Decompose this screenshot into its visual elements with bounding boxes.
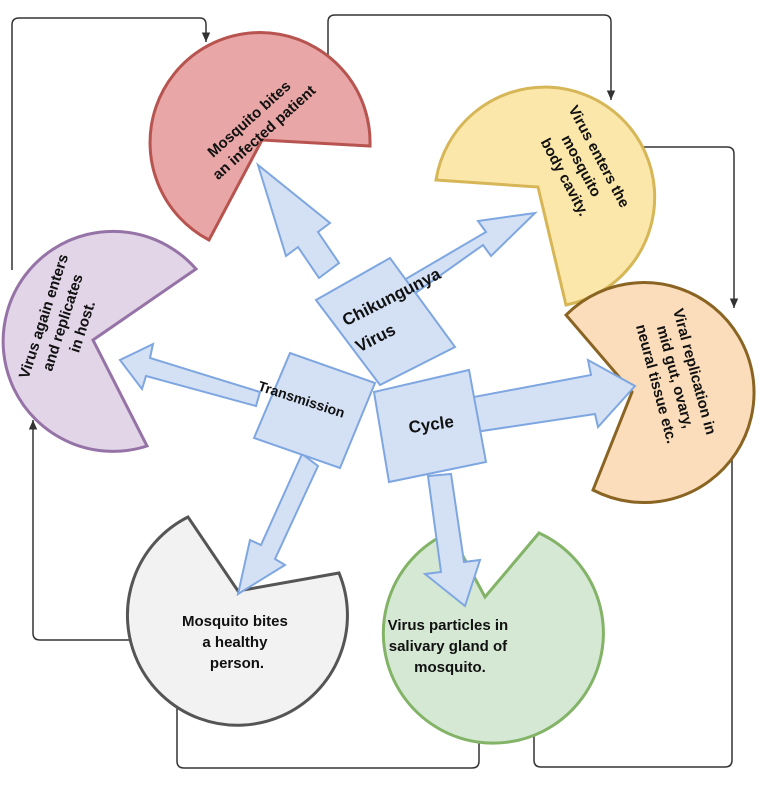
stage-shape-replication bbox=[563, 281, 756, 505]
connector-replication-to-salivary bbox=[529, 455, 733, 768]
label-salivary: Virus particles in salivary gland of mos… bbox=[388, 617, 513, 676]
label-bite-healthy-line1: Mosquito bites bbox=[182, 613, 288, 630]
center-arrows bbox=[118, 162, 637, 608]
stage-shape-bite-infected bbox=[148, 31, 372, 243]
label-salivary-line1: Virus particles in bbox=[388, 617, 509, 634]
connector-infected-to-body bbox=[327, 14, 616, 103]
stage-shape-bite-healthy bbox=[125, 515, 349, 727]
label-bite-healthy: Mosquito bites a healthy person. bbox=[182, 613, 292, 672]
connector-host-to-infected bbox=[11, 17, 211, 270]
label-bite-healthy-line3: person. bbox=[210, 655, 264, 672]
connector-salivary-to-healthy bbox=[172, 692, 480, 769]
label-bite-healthy-line2: a healthy bbox=[202, 634, 268, 651]
hub-box-right bbox=[372, 368, 488, 484]
hub-box-top bbox=[314, 256, 457, 387]
arrow-to-salivary bbox=[422, 472, 482, 608]
arrow-to-enters-body bbox=[402, 211, 538, 296]
arrow-to-host bbox=[118, 342, 262, 408]
connector-body-to-replication bbox=[640, 146, 739, 308]
stage-shape-enters-body bbox=[434, 85, 657, 307]
arrow-to-replication bbox=[456, 358, 637, 436]
flow-connectors bbox=[11, 14, 739, 769]
label-salivary-line2: salivary gland of bbox=[389, 638, 508, 655]
hub-box-left bbox=[252, 351, 377, 470]
connector-healthy-to-host bbox=[28, 420, 145, 641]
arrow-to-bite-healthy bbox=[236, 452, 320, 597]
label-salivary-line3: mosquito. bbox=[414, 659, 486, 676]
arrow-to-bite-infected bbox=[256, 162, 341, 280]
stage-shape-host bbox=[1, 229, 199, 453]
stage-nodes bbox=[1, 31, 756, 745]
